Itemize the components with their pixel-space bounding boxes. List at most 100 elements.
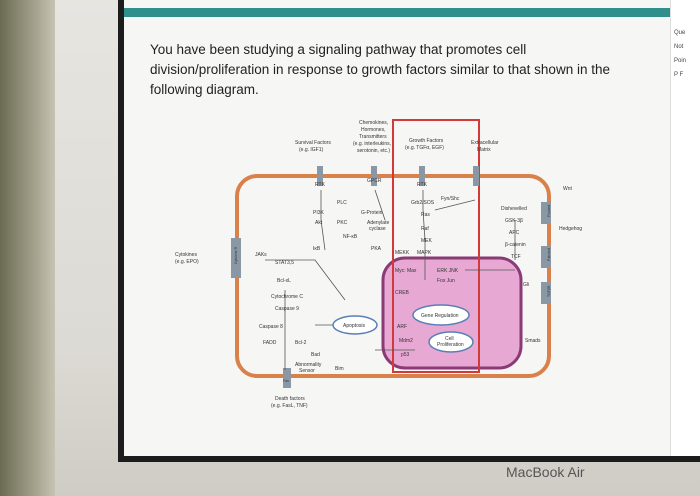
label-apoptosis: Apoptosis: [343, 323, 365, 329]
question-page: [124, 0, 670, 456]
label-cyclase: cyclase: [369, 226, 386, 232]
arrow: [320, 190, 326, 251]
label-bad: Bad: [311, 352, 320, 358]
signaling-pathway-diagram: Survival Factors (e.g. IGF1) Chemokines,…: [175, 119, 582, 409]
background-wall: [0, 0, 60, 496]
label-sensor: Sensor: [299, 368, 315, 374]
patched-receptor: [541, 246, 551, 268]
label-mek: MEK: [421, 238, 433, 244]
label-fadd: FADD: [263, 340, 277, 346]
label-wnt: Wnt: [563, 186, 573, 192]
question-text: You have been studying a signaling pathw…: [150, 40, 655, 100]
panel-item-not[interactable]: Not: [674, 44, 684, 50]
label-smads: Smads: [525, 338, 541, 344]
label-gene-regulation: Gene Regulation: [421, 313, 459, 319]
label-mekk: MEKK: [395, 250, 410, 256]
label-fas: Fas: [283, 379, 289, 383]
label-p53: p53: [401, 352, 410, 358]
rtk-receptor-left: [317, 166, 323, 186]
label-death-factors: Death factors: [275, 396, 305, 402]
label-adenylate: Adenylate: [367, 220, 389, 226]
tgfbr-receptor: [541, 282, 551, 304]
label-plc: PLC: [337, 200, 347, 206]
label-fyn-shc: Fyn/Shc: [441, 196, 460, 202]
label-caspase8: Caspase 8: [259, 324, 283, 330]
ecm-receptor: [473, 166, 479, 186]
label-apc: APC: [509, 230, 520, 236]
cytokine-receptor: [231, 238, 241, 278]
label-bcl2: Bcl-2: [295, 340, 307, 346]
panel-item-question[interactable]: Que: [674, 30, 686, 36]
right-side-panel: Que Not Poin P F: [670, 0, 700, 456]
label-hedgehog: Hedgehog: [559, 226, 582, 232]
label-proliferation: Proliferation: [437, 342, 464, 348]
label-dishevelled: Dishevelled: [501, 206, 527, 212]
label-g-protein: G-Protein: [361, 210, 383, 216]
pathway-arrows: [265, 189, 516, 370]
question-line-3: following diagram.: [150, 82, 259, 97]
gene-regulation-node: [412, 304, 470, 326]
label-rtk-left: RTK: [315, 182, 326, 188]
label-chemokines-eg: (e.g. interleukins,: [353, 141, 391, 147]
label-bim: Bim: [335, 366, 344, 372]
label-arf: ARF: [397, 324, 407, 330]
label-gli: Gli: [523, 282, 529, 288]
label-mdm2: Mdm2: [399, 338, 413, 344]
label-mapk: MAPK: [417, 250, 432, 256]
label-hormones: Hormones,: [361, 127, 385, 133]
highlighted-pathway-box: [392, 119, 480, 373]
label-growth-factors-eg: (e.g. TGFα, EGF): [405, 145, 444, 151]
arrow: [434, 199, 476, 211]
label-myc-max: Myc: Max: [395, 268, 417, 274]
rtk-receptor-right: [419, 166, 425, 186]
gpcr-receptor: [371, 166, 377, 186]
label-matrix: Matrix: [477, 147, 491, 153]
label-growth-factors: Growth Factors: [409, 138, 444, 144]
fas-receptor: [283, 368, 291, 388]
panel-item-flag[interactable]: P F: [674, 72, 684, 78]
label-gsk3b: GSK-3β: [505, 218, 523, 224]
label-ras: Ras: [421, 212, 430, 218]
label-erk-jnk: ERK JNK: [437, 268, 459, 274]
label-gpcr: GPCR: [367, 178, 382, 184]
label-jaks: JAKs: [255, 252, 267, 258]
label-b-catenin: β-catenin: [505, 242, 526, 248]
label-cytokines: Cytokines: [175, 252, 197, 258]
label-ikb: IκB: [313, 246, 321, 252]
label-cytokine-receptor: Cytokine R: [234, 246, 238, 264]
label-bclxl: Bcl-xL: [277, 278, 291, 284]
arrow: [374, 189, 386, 221]
label-chemokines: Chemokines,: [359, 120, 388, 126]
apoptosis-node: [332, 315, 378, 335]
label-akt: Akt: [315, 220, 323, 226]
frizzled-receptor: [541, 202, 551, 224]
label-stat35: STAT3,5: [275, 260, 294, 266]
label-pka: PKA: [371, 246, 382, 252]
label-fos-jun: Fos Jun: [437, 278, 455, 284]
label-patched: Patched: [547, 248, 551, 261]
label-extracellular: Extracellular: [471, 140, 499, 146]
label-survival-factors: Survival Factors: [295, 140, 331, 146]
label-creb: CREB: [395, 290, 410, 296]
label-grb2-sos: Grb2/SOS: [411, 200, 435, 206]
label-nfkb: NF-κB: [343, 234, 358, 240]
label-abnormality: Abnormality: [295, 362, 322, 368]
arrow: [422, 190, 426, 280]
label-cytokines-eg: (e.g. EPO): [175, 259, 199, 265]
label-rtk-right: RTK: [417, 182, 428, 188]
label-cytochrome-c: Cytochrome C: [271, 294, 303, 300]
label-cell: Cell: [445, 336, 454, 342]
label-chemokines-eg2: serotonin, etc.): [357, 148, 390, 154]
label-pi3k: PI3K: [313, 210, 325, 216]
panel-item-points[interactable]: Poin: [674, 58, 687, 64]
label-survival-factors-eg: (e.g. IGF1): [299, 147, 324, 153]
page-header-bar: [124, 8, 670, 17]
question-line-2: division/proliferation in response to gr…: [150, 62, 610, 77]
laptop-brand-label: MacBook Air: [506, 464, 585, 480]
receptors: [231, 166, 551, 388]
cell-proliferation-node: [428, 331, 474, 353]
label-raf: Raf: [421, 226, 429, 232]
label-pkc: PKC: [337, 220, 348, 226]
label-tgfbr: TGFβR: [547, 285, 551, 297]
label-caspase9: Caspase 9: [275, 306, 299, 312]
